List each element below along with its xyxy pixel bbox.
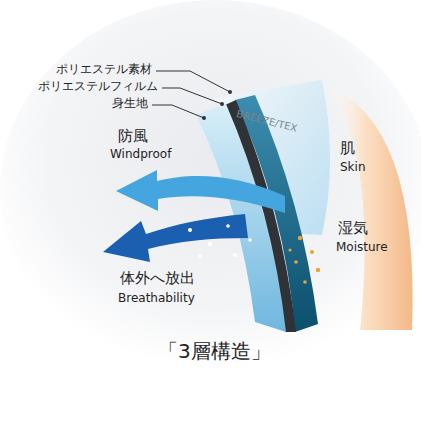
feature-label: 防風: [118, 128, 148, 145]
feature-label: 肌: [340, 140, 355, 157]
feature-label: 湿気: [338, 220, 368, 237]
feature-label: Skin: [340, 161, 366, 175]
feature-label: Breathability: [118, 292, 195, 306]
caption: 「3層構造」: [158, 340, 271, 363]
moisture-dots: [288, 236, 320, 284]
leader-lines: [152, 71, 230, 118]
feature-label: Moisture: [336, 241, 388, 255]
part-label: ポリエステル素材: [56, 63, 152, 77]
part-label: ポリエステルフィルム: [38, 80, 158, 94]
feature-label: Windproof: [110, 148, 171, 162]
skin-band: [325, 85, 413, 330]
feature-label: 体外へ放出: [120, 270, 195, 287]
wind-arrow: [116, 170, 285, 213]
breath-arrow: [103, 214, 248, 262]
leader-dots: [202, 90, 232, 120]
vapor-dots: [188, 224, 252, 257]
background-glow: [0, 0, 421, 380]
part-label: 身生地: [112, 97, 148, 111]
